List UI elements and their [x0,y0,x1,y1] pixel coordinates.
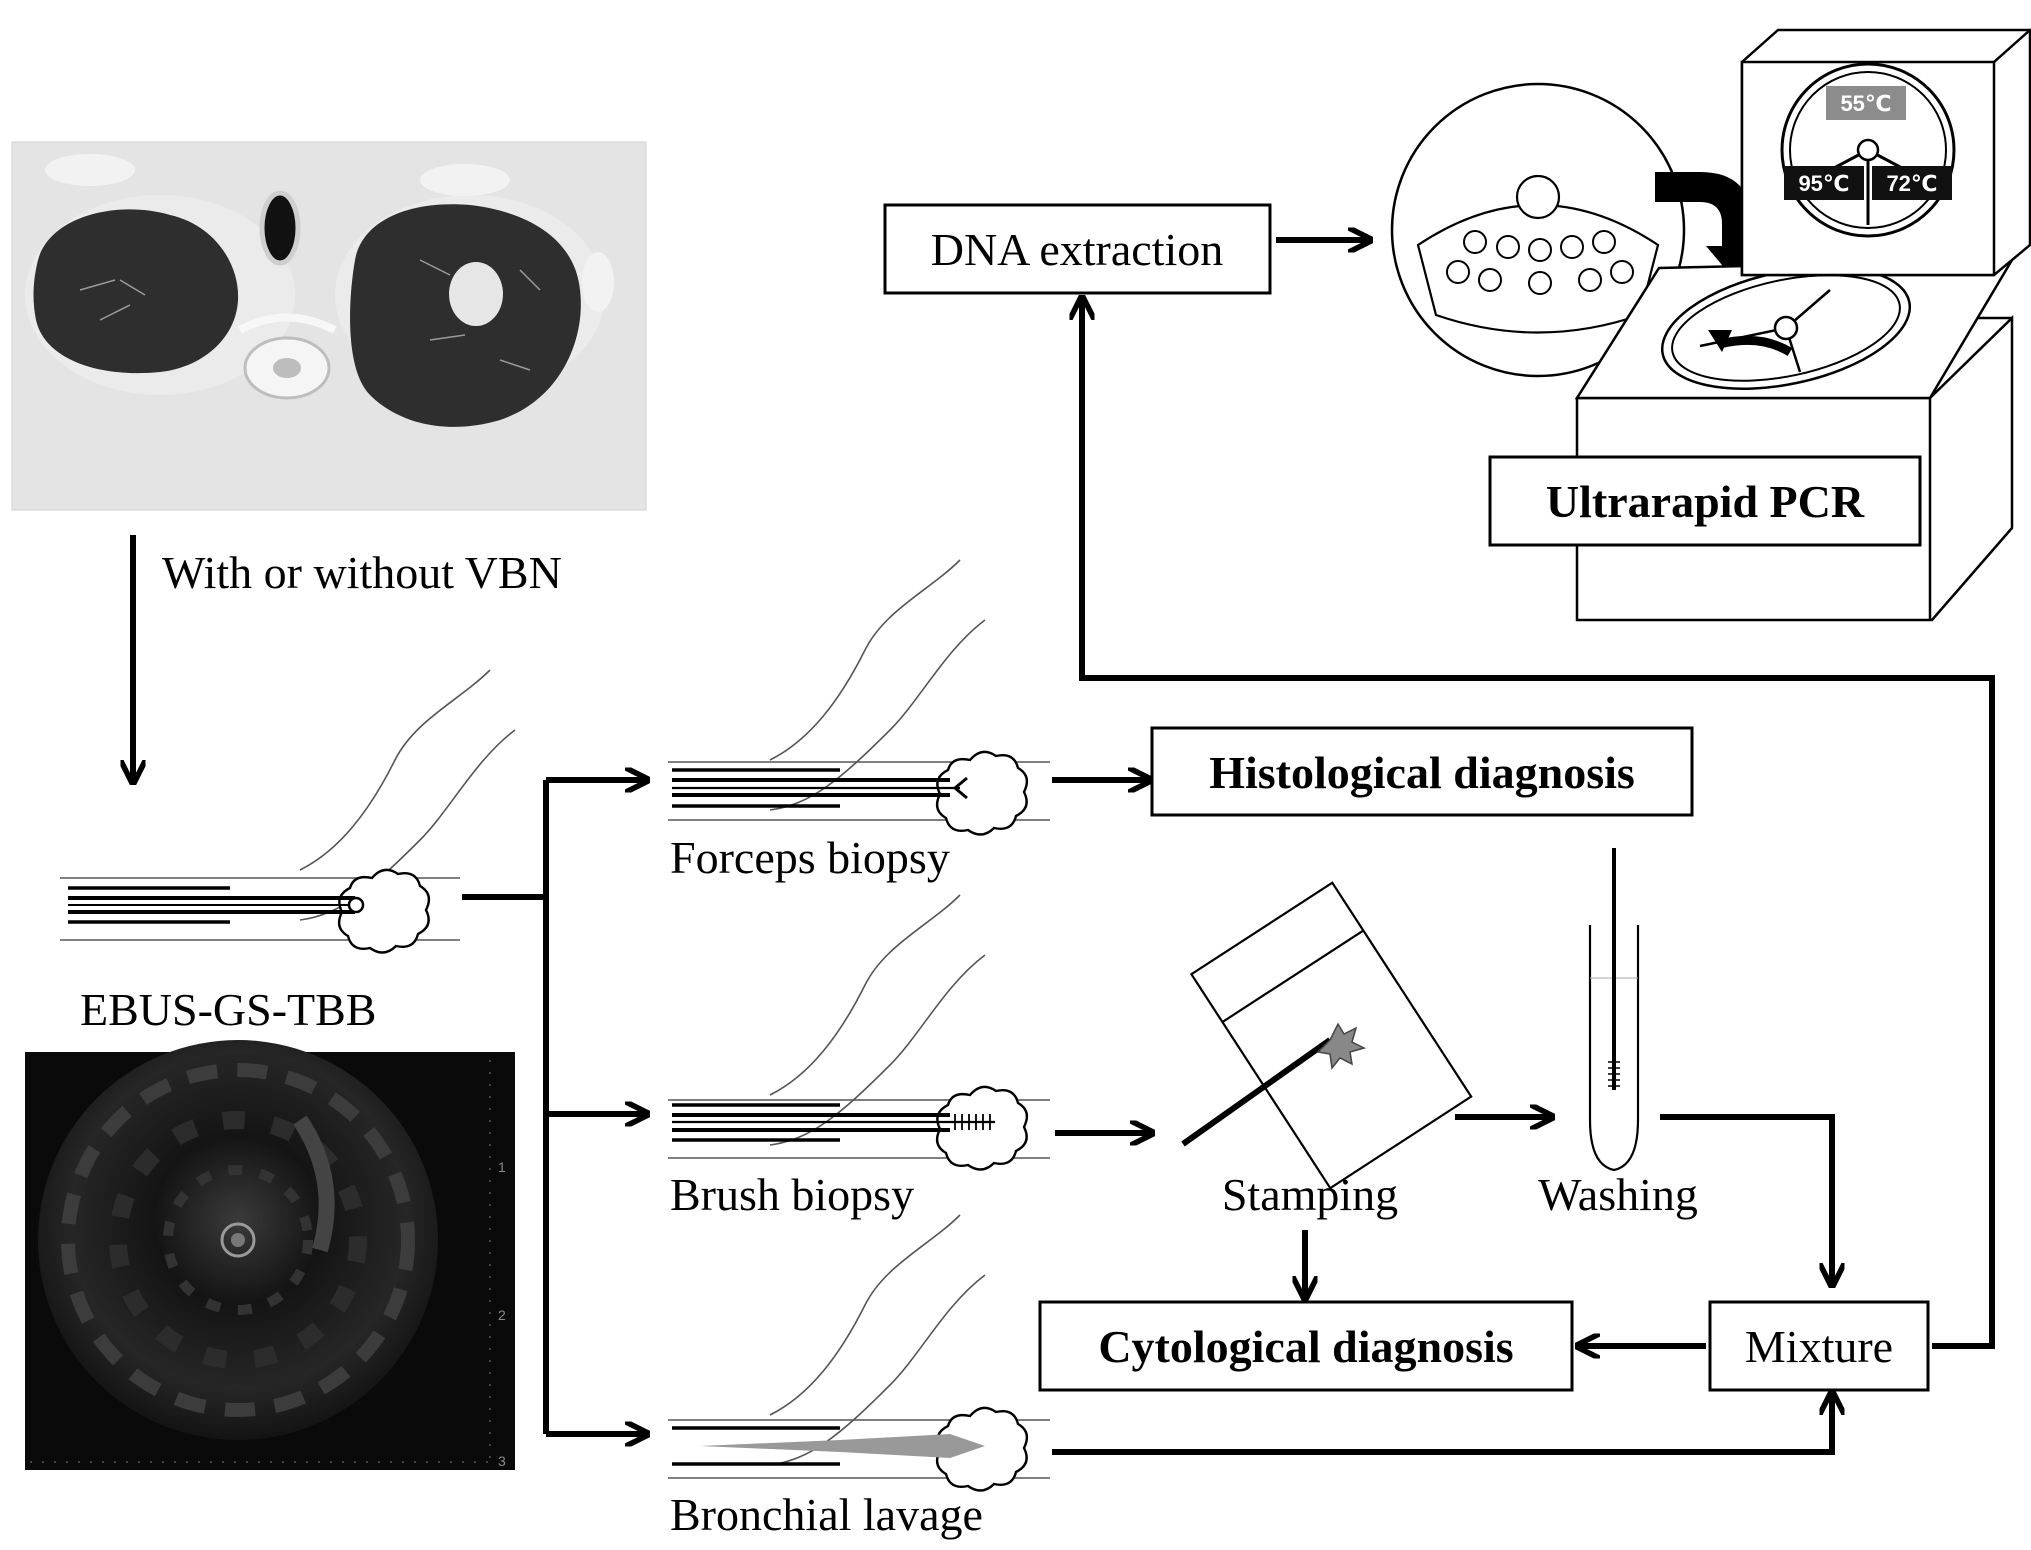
us-scale-1: 1 [498,1159,506,1175]
ultrarapid-pcr-box: Ultrarapid PCR [1488,455,1922,547]
stamping-slide-icon [1181,881,1473,1190]
branch-connector [462,780,645,1434]
forceps-biopsy-label: Forceps biopsy [670,832,950,883]
vbn-label: With or without VBN [162,547,562,598]
histological-diagnosis-box: Histological diagnosis [1150,726,1694,817]
cytological-diagnosis-box: Cytological diagnosis [1038,1300,1574,1392]
ebus-bronchus-schematic [60,669,516,954]
ultrasound-image: 1 2 3 [25,1040,515,1470]
washing-to-mixture-arrow [1660,1114,1832,1283]
washing-tube-icon [1588,848,1640,1172]
lavage-to-mixture-arrow [1052,1395,1832,1455]
dna-extraction-label: DNA extraction [931,224,1224,275]
temp-72-label: 72℃ [1886,171,1937,196]
cytological-diagnosis-label: Cytological diagnosis [1098,1321,1513,1372]
bronchial-lavage-schematic [668,1214,1050,1492]
forceps-biopsy-schematic [668,559,1050,836]
ultrarapid-pcr-label: Ultrarapid PCR [1546,476,1865,527]
us-scale-3: 3 [498,1453,506,1469]
mixture-box: Mixture [1708,1300,1930,1392]
temp-55-label: 55℃ [1840,91,1891,116]
ebus-gs-tbb-label: EBUS-GS-TBB [80,984,376,1035]
dna-extraction-box: DNA extraction [883,203,1272,295]
mixture-label: Mixture [1745,1321,1893,1372]
sample-disc-icon [1390,82,1686,378]
stamping-label: Stamping [1222,1169,1398,1220]
washing-label: Washing [1538,1169,1698,1220]
brush-biopsy-label: Brush biopsy [670,1169,914,1220]
bronchial-lavage-label: Bronchial lavage [670,1489,983,1540]
temp-95-label: 95℃ [1798,171,1849,196]
brush-biopsy-schematic [668,894,1050,1171]
mixture-to-dna-arrow [1082,300,1995,1349]
us-scale-2: 2 [498,1307,506,1323]
histological-diagnosis-label: Histological diagnosis [1209,747,1635,798]
ct-scan-image [11,141,647,511]
